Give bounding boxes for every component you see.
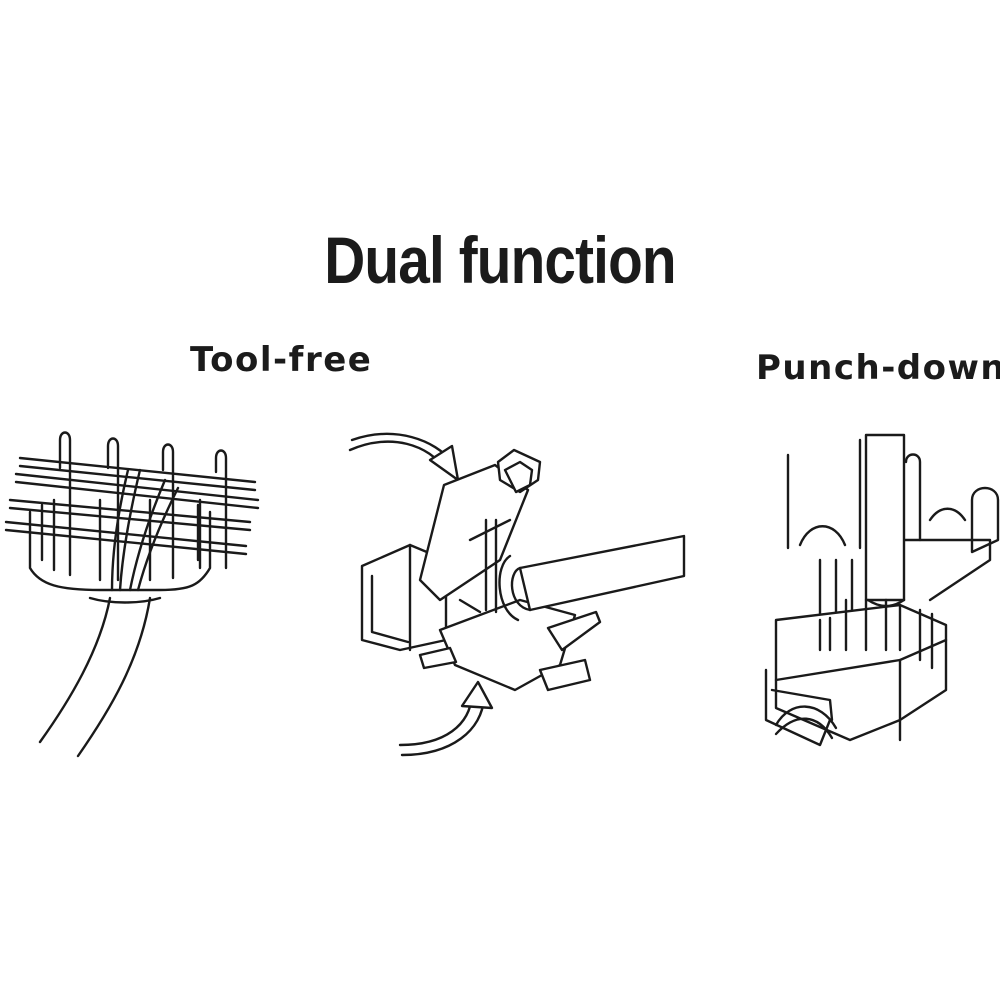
keystone-body [360, 448, 602, 692]
keystone-jack-body [764, 453, 1000, 747]
cable-entry-cradle [770, 688, 838, 740]
punch-down-tool [786, 433, 906, 608]
page-title: Dual function [324, 223, 676, 297]
inserted-cable [498, 534, 686, 622]
cable-jacket [38, 596, 152, 758]
tool-free-label: Tool-free [190, 340, 373, 380]
upper-closing-arrow [348, 432, 460, 482]
conductor-wires [4, 456, 260, 592]
punch-down-label: Punch-down [756, 348, 1000, 388]
lower-closing-arrow [398, 680, 494, 757]
